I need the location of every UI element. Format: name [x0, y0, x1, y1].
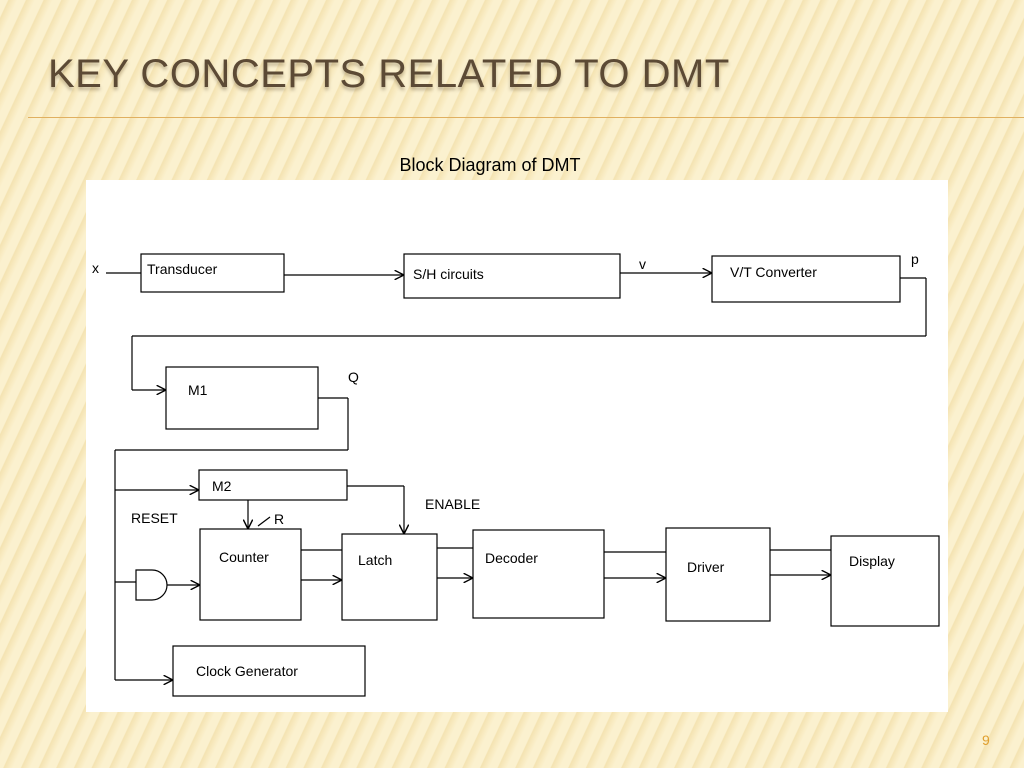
counter-label: Counter — [219, 549, 269, 565]
m2-block — [198, 469, 348, 501]
transducer-block — [140, 253, 285, 293]
signal-v-label: v — [639, 256, 646, 272]
signal-p-label: p — [911, 251, 919, 267]
decoder-label: Decoder — [485, 550, 538, 566]
display-block — [830, 535, 940, 627]
clock-generator-label: Clock Generator — [196, 663, 298, 679]
m1-block — [165, 366, 319, 430]
transducer-label: Transducer — [147, 261, 218, 277]
display-label: Display — [849, 553, 895, 569]
sh-circuits-block — [403, 253, 621, 299]
block-diagram: x Transducer S/H circuits v V/T Converte… — [86, 180, 948, 712]
counter-block — [199, 528, 302, 621]
clock-generator-block — [172, 645, 366, 697]
title-divider — [28, 117, 1024, 118]
diagram-caption: Block Diagram of DMT — [399, 155, 581, 175]
latch-label: Latch — [358, 552, 392, 568]
and-gate — [135, 569, 168, 601]
enable-label: ENABLE — [425, 496, 480, 512]
driver-label: Driver — [687, 559, 725, 575]
block-diagram-svg: x Transducer S/H circuits v V/T Converte… — [92, 251, 940, 697]
decoder-block — [472, 529, 605, 619]
m2-label: M2 — [212, 478, 232, 494]
signal-x-label: x — [92, 260, 99, 276]
latch-block — [341, 533, 438, 621]
sh-circuits-label: S/H circuits — [413, 266, 484, 282]
signal-q-label: Q — [348, 369, 359, 385]
r-tick-wire — [257, 516, 271, 527]
reset-label: RESET — [131, 510, 178, 526]
vt-converter-block — [711, 255, 901, 303]
vt-converter-label: V/T Converter — [730, 264, 817, 280]
slide-title: Key Concepts Related to DMT — [48, 52, 730, 96]
signal-r-label: R — [274, 511, 284, 527]
m1-label: M1 — [188, 382, 208, 398]
page-number: 9 — [982, 732, 990, 748]
